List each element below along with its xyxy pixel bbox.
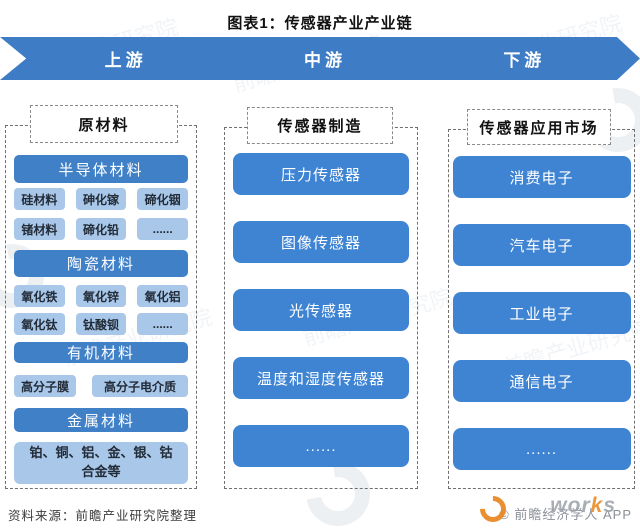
column-application-market: 消费电子 汽车电子 工业电子 通信电子 ...... (448, 129, 635, 489)
material-cell: 碲化铅 (75, 218, 127, 240)
source-note: 资料来源：前瞻产业研究院整理 (8, 509, 198, 523)
column-header-manufacturing: 传感器制造 (247, 107, 393, 144)
eworks-logo-part: wor (550, 494, 591, 517)
section-header-ceramic: 陶瓷材料 (14, 250, 188, 277)
flow-node-image-sensor: 图像传感器 (233, 221, 409, 263)
flow-banner: 上游 中游 下游 (0, 37, 640, 80)
material-row: 氧化铁 氧化锌 氧化铝 (14, 285, 188, 307)
material-cell-metals: 铂、铜、铝、金、银、钴合金等 (14, 442, 188, 484)
column-sensor-manufacturing: 压力传感器 图像传感器 光传感器 温度和湿度传感器 ...... (224, 127, 418, 489)
brand-watermark: © 前瞻经济学人 APP works (434, 490, 634, 528)
material-cell: 锗材料 (14, 218, 65, 240)
section-header-semiconductor: 半导体材料 (14, 155, 188, 183)
material-cell: 砷化镓 (75, 188, 127, 210)
material-cell: 氧化铝 (137, 285, 188, 307)
material-cell: ...... (137, 313, 188, 335)
column-header-applications: 传感器应用市场 (467, 109, 611, 145)
material-cell: ...... (137, 218, 188, 240)
flow-node-temp-humidity-sensor: 温度和湿度传感器 (233, 357, 409, 399)
chart-title: 图表1：传感器产业产业链 (227, 15, 413, 32)
flow-node-industrial-electronics: 工业电子 (452, 292, 631, 334)
section-header-organic: 有机材料 (14, 342, 188, 363)
material-cell: 硅材料 (14, 188, 65, 210)
column-raw-materials: 半导体材料 硅材料 砷化镓 碲化铟 锗材料 碲化铅 ...... 陶瓷材料 氧化… (5, 125, 197, 489)
material-row: 硅材料 砷化镓 碲化铟 (14, 188, 188, 210)
material-row: 锗材料 碲化铅 ...... (14, 218, 188, 240)
material-row: 氧化钛 钛酸钡 ...... (14, 313, 188, 335)
column-header-raw-materials: 原材料 (30, 105, 178, 143)
material-cell: 碲化铟 (137, 188, 188, 210)
material-row: 高分子膜 高分子电介质 (14, 375, 188, 397)
material-cell: 钛酸钡 (75, 313, 127, 335)
flow-node-ellipsis: ...... (452, 428, 631, 470)
copyright-text: © 前瞻经济学人 APP (499, 507, 632, 522)
flow-node-automotive-electronics: 汽车电子 (452, 224, 631, 266)
material-cell: 高分子膜 (14, 375, 76, 397)
material-cell: 氧化锌 (75, 285, 127, 307)
eworks-logo-part: k (590, 494, 604, 517)
material-cell: 氧化钛 (14, 313, 65, 335)
banner-segment-midstream: 中游 (303, 51, 346, 70)
banner-segment-upstream: 上游 (104, 51, 147, 70)
eworks-logo-text: works (550, 494, 616, 518)
flow-node-consumer-electronics: 消费电子 (452, 156, 631, 198)
banner-segment-downstream: 下游 (503, 51, 546, 70)
flow-node-light-sensor: 光传感器 (233, 289, 409, 331)
eworks-logo-part: s (603, 494, 616, 517)
material-cell: 氧化铁 (14, 285, 65, 307)
flow-node-ellipsis: ...... (233, 425, 409, 467)
section-header-metal: 金属材料 (14, 408, 188, 432)
flow-node-communication-electronics: 通信电子 (452, 360, 631, 402)
material-cell: 高分子电介质 (92, 375, 188, 397)
flow-node-pressure-sensor: 压力传感器 (233, 153, 409, 195)
